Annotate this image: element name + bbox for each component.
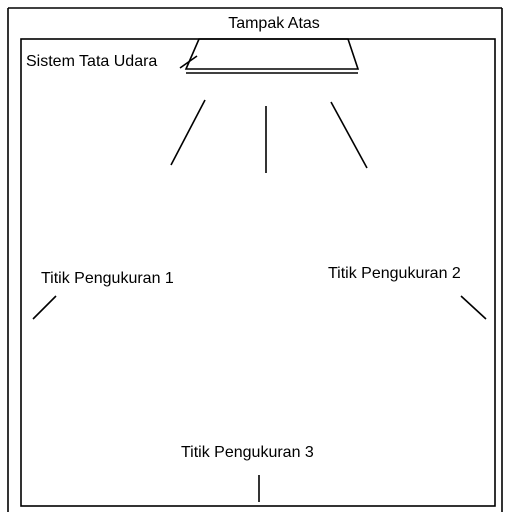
measurement-point-3-label: Titik Pengukuran 3	[181, 444, 314, 461]
ac-unit-icon	[184, 38, 360, 74]
diagram-title: Tampak Atas	[228, 15, 320, 32]
measurement-point-1-marker	[32, 295, 57, 320]
measurement-point-1-label: Titik Pengukuran 1	[41, 270, 174, 287]
airflow-right-line	[330, 101, 368, 169]
ac-label: Sistem Tata Udara	[26, 53, 157, 70]
measurement-point-2-label: Titik Pengukuran 2	[328, 265, 461, 282]
ac-label-pointer	[179, 55, 198, 69]
airflow-lines	[170, 99, 368, 173]
measurement-point-2-marker	[460, 295, 487, 320]
airflow-left-line	[170, 99, 206, 166]
